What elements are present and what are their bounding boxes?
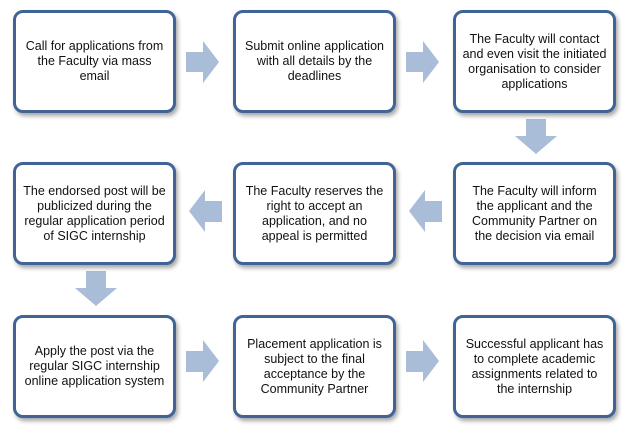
step-text: The Faculty will inform the applicant an… [471,183,598,243]
step-text: Call for applications from the Faculty v… [25,39,164,83]
step-box-3: The Faculty will contact and even visit … [453,10,616,113]
arrow-down-2 [75,271,117,306]
step-box-7: Apply the post via the regular SIGC inte… [13,315,176,418]
arrow-right-4 [406,340,439,382]
arrow-left-1 [409,190,442,232]
step-text: Placement application is subject to the … [247,336,382,396]
step-box-4: The Faculty will inform the applicant an… [453,162,616,265]
step-box-6: The endorsed post will be publicized dur… [13,162,176,265]
step-text: The Faculty reserves the right to accept… [245,183,384,243]
step-text: The Faculty will contact and even visit … [462,31,607,91]
step-text: The endorsed post will be publicized dur… [23,183,166,243]
step-box-2: Submit online application with all detai… [233,10,396,113]
step-box-8: Placement application is subject to the … [233,315,396,418]
step-box-9: Successful applicant has to complete aca… [453,315,616,418]
arrow-left-2 [189,190,222,232]
step-box-5: The Faculty reserves the right to accept… [233,162,396,265]
arrow-down-1 [515,119,557,154]
step-text: Apply the post via the regular SIGC inte… [24,344,165,388]
step-text: Submit online application with all detai… [245,39,384,83]
step-box-1: Call for applications from the Faculty v… [13,10,176,113]
arrow-right-2 [406,41,439,83]
arrow-right-1 [186,41,219,83]
arrow-right-3 [186,340,219,382]
step-text: Successful applicant has to complete aca… [465,336,604,396]
